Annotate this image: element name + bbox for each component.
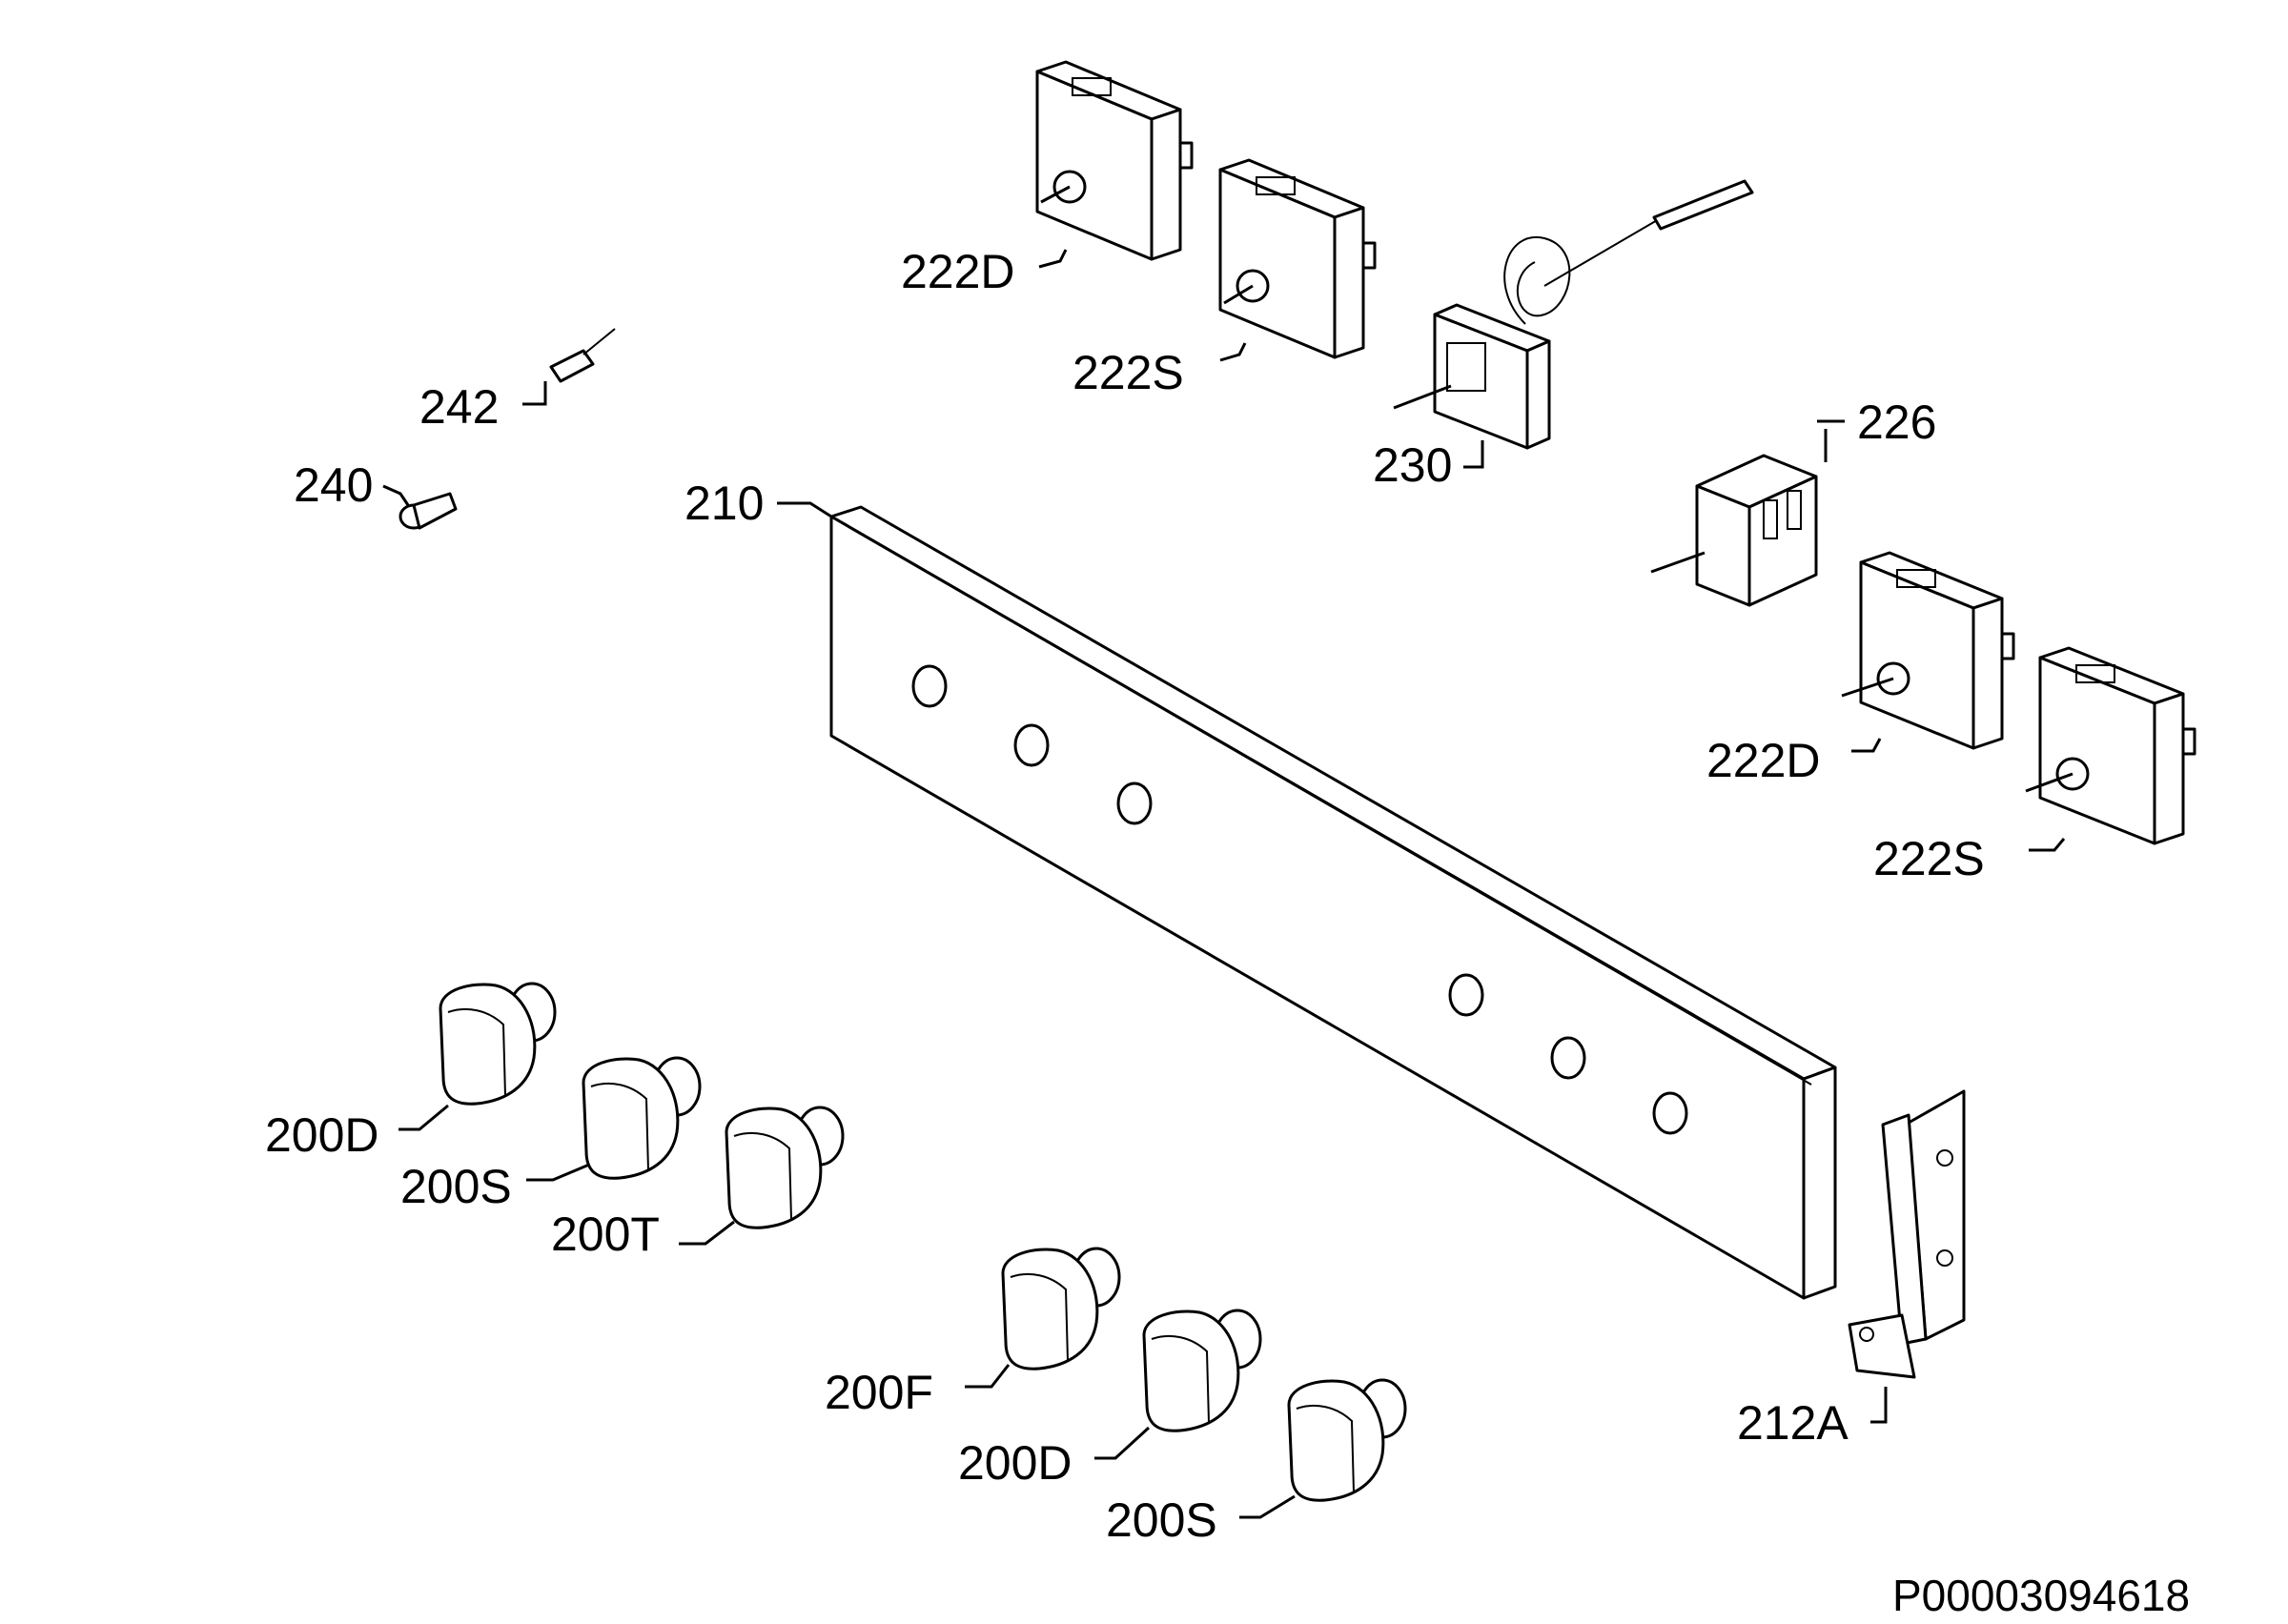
switch-226 — [1650, 454, 1818, 607]
label-200F: 200F — [825, 1366, 933, 1419]
part-labels: 222D 222S 242 240 230 226 210 222D 222S … — [265, 245, 1985, 1547]
label-200D-left: 200D — [265, 1108, 379, 1162]
label-222S-right: 222S — [1873, 832, 1985, 885]
knob-200D-bottom — [1142, 1309, 1262, 1432]
label-222S-top: 222S — [1072, 346, 1184, 399]
thermostat-230 — [1393, 179, 1754, 450]
label-200S-left: 200S — [400, 1160, 512, 1213]
knob-200S-left — [582, 1056, 702, 1180]
terminal-242 — [549, 328, 616, 383]
label-242: 242 — [419, 380, 499, 434]
bracket-212A — [1848, 1089, 1966, 1379]
label-230: 230 — [1373, 438, 1452, 492]
knob-200T — [725, 1106, 845, 1229]
control-panel-210 — [829, 505, 1837, 1300]
label-200D-bottom: 200D — [958, 1436, 1072, 1490]
energy-regulator-222D-top — [1035, 60, 1194, 261]
bulb-holder-240 — [398, 492, 458, 530]
knob-200D-left — [439, 982, 557, 1106]
knob-200F — [1001, 1247, 1121, 1370]
label-210: 210 — [684, 477, 764, 530]
label-222D-right: 222D — [1706, 734, 1821, 787]
label-226: 226 — [1857, 396, 1936, 449]
label-212A: 212A — [1737, 1396, 1849, 1450]
leader-lines — [382, 249, 2066, 1519]
label-200S-bottom: 200S — [1106, 1493, 1217, 1547]
label-222D-top: 222D — [901, 245, 1015, 298]
label-240: 240 — [294, 458, 373, 512]
label-200T: 200T — [551, 1208, 660, 1261]
energy-regulator-222S-top — [1218, 158, 1377, 359]
energy-regulator-222D-right — [1841, 551, 2015, 750]
diagram-reference-number: P00003094618 — [1892, 1571, 2190, 1620]
knob-200S-bottom — [1287, 1378, 1407, 1502]
energy-regulator-222S-right — [2025, 646, 2196, 845]
